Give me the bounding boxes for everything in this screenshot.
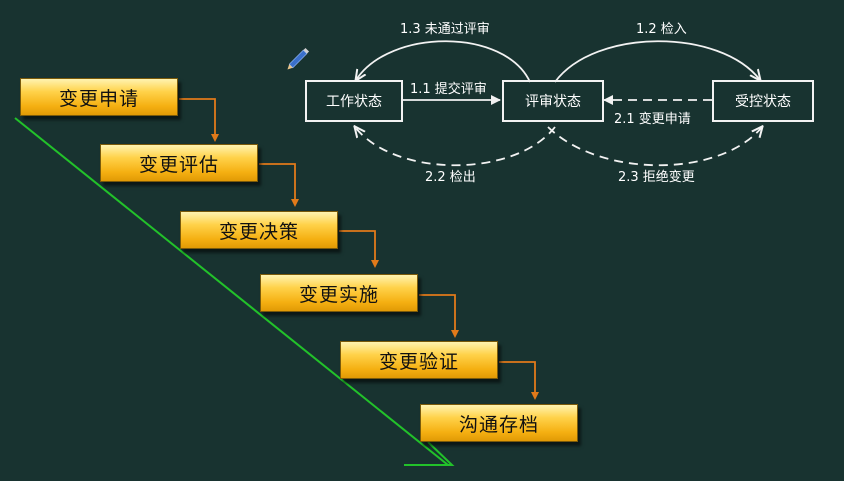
state-work: 工作状态 [305,80,403,122]
step-change-request: 变更申请 [20,78,178,116]
step-connector-5 [499,361,539,400]
pen-icon [287,47,310,70]
state-transitions [355,40,762,167]
label-2-1: 2.1 变更申请 [614,112,691,127]
step-change-implementation: 变更实施 [260,274,418,312]
arrow-2-3 [547,127,762,167]
arrow-2-2 [355,127,556,167]
step-connector-2 [259,163,299,207]
step-connector-4 [419,294,459,338]
step-change-assessment: 变更评估 [100,144,258,182]
label-2-3: 2.3 拒绝变更 [618,170,695,185]
diagonal-arrow [14,117,455,466]
step-connector-3 [339,230,379,268]
step-change-decision: 变更决策 [180,211,338,249]
state-controlled: 受控状态 [712,80,814,122]
step-change-verification: 变更验证 [340,341,498,379]
step-communicate-archive: 沟通存档 [420,404,578,442]
arrow-1-3 [356,40,531,82]
arrow-1-2 [554,40,760,82]
label-1-1: 1.1 提交评审 [410,82,487,97]
step-connector-1 [179,98,219,142]
step-connectors [179,98,539,400]
label-1-3: 1.3 未通过评审 [400,22,490,37]
state-review: 评审状态 [502,80,604,122]
label-2-2: 2.2 检出 [425,170,476,185]
label-1-2: 1.2 检入 [636,22,687,37]
